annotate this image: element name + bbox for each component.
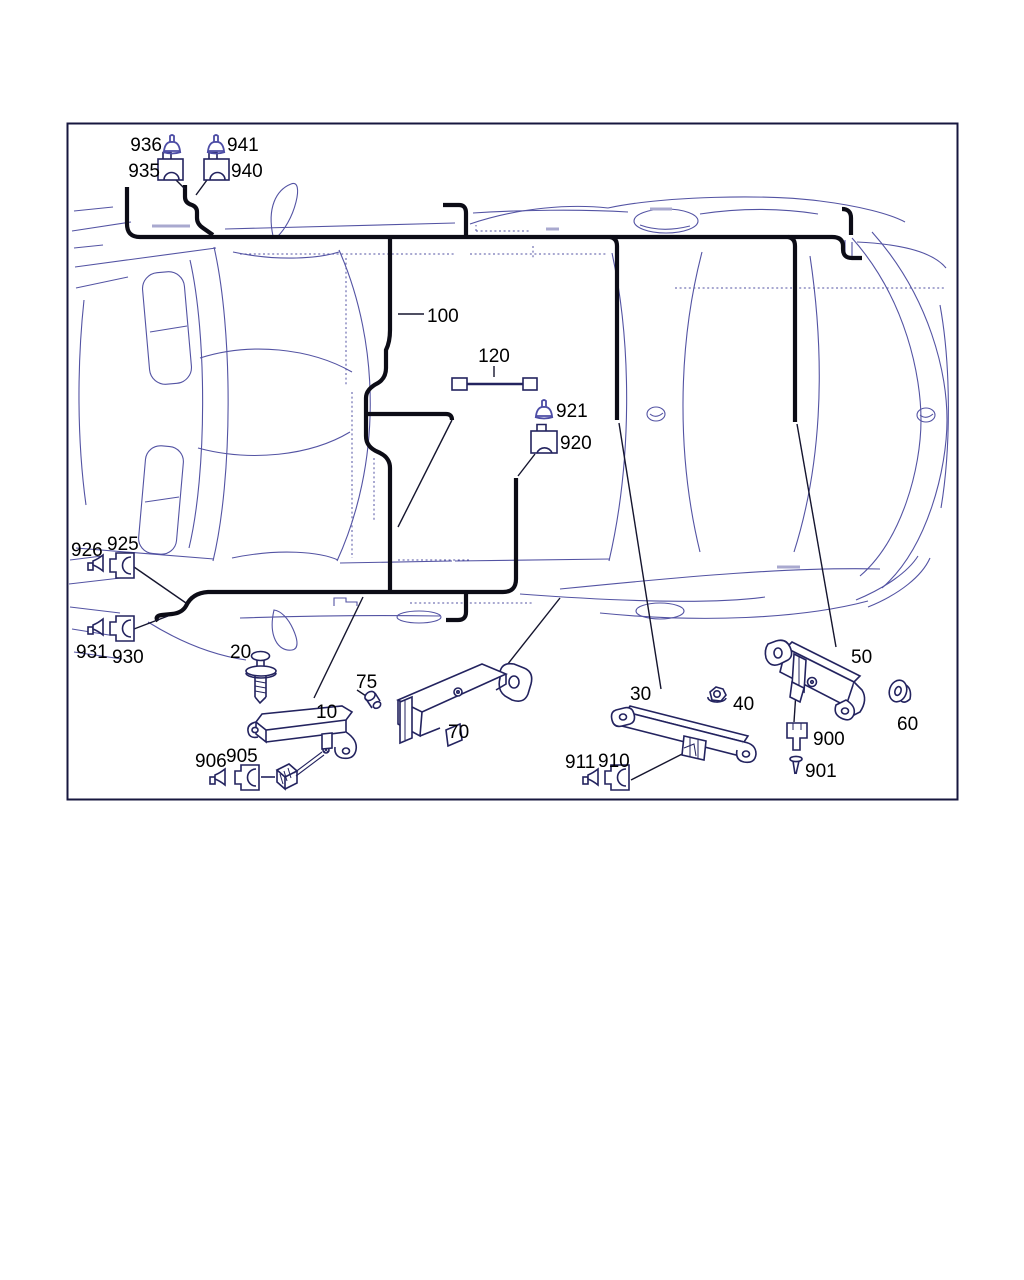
harness-branch-b [609, 234, 620, 420]
callout-930: 930 [112, 647, 144, 668]
callout-labels: 936 941 935 940 100 120 921 920 926 925 … [71, 135, 918, 782]
callout-920: 920 [560, 433, 592, 454]
plug-icon-926 [87, 553, 104, 573]
harness-branch-front-connectors [182, 185, 215, 237]
callout-925: 925 [107, 534, 139, 555]
callout-926: 926 [71, 540, 103, 561]
wiring-harness [124, 185, 862, 623]
cable-segment-icon-120 [451, 377, 538, 391]
harness-rocker [154, 478, 519, 623]
callout-911: 911 [565, 752, 595, 773]
callout-100: 100 [427, 306, 459, 327]
car-body-linework [68, 182, 949, 661]
callout-30: 30 [630, 684, 651, 705]
terminal-clip-icon-905 [261, 746, 330, 791]
harness-branch-c [787, 234, 798, 422]
plug-icon-911 [582, 767, 599, 787]
callout-931: 931 [76, 642, 108, 663]
diagram-border [66, 122, 959, 801]
callout-20: 20 [230, 642, 251, 663]
connector-icon-920 [530, 423, 558, 454]
cable-clip-icon-941 [206, 134, 226, 155]
cable-clip-icon-921 [534, 399, 554, 420]
cable-clip-icon-936 [162, 134, 182, 155]
callout-50: 50 [851, 647, 872, 668]
callout-921: 921 [556, 401, 588, 422]
harness-branch-100 [363, 239, 393, 592]
callout-60: 60 [897, 714, 918, 735]
car-body-dotted-linework [240, 225, 946, 604]
connector-icon-925 [109, 552, 135, 579]
callout-10: 10 [316, 702, 337, 723]
callout-120: 120 [478, 346, 510, 367]
connector-icon-940 [203, 151, 230, 181]
callout-40: 40 [733, 694, 754, 715]
expansion-rivet-icon-20 [245, 650, 277, 705]
harness-rocker-stub [446, 594, 469, 623]
callout-906: 906 [195, 751, 227, 772]
callout-901: 901 [805, 761, 837, 782]
callout-75: 75 [356, 672, 377, 693]
callout-935: 935 [128, 161, 160, 182]
callout-900: 900 [813, 729, 845, 750]
car-body-light-segments [152, 207, 800, 569]
bracket-50 [764, 639, 866, 721]
plug-icon-906 [209, 767, 226, 787]
pin-icon-75 [364, 690, 382, 710]
connector-icon-935 [157, 151, 184, 181]
part-drawings [87, 151, 912, 791]
flange-nut-icon-40 [707, 686, 727, 703]
plug-icon-931 [87, 617, 104, 637]
connector-icon-910 [604, 764, 630, 791]
harness-stub-rear-top [841, 206, 854, 235]
connector-icon-900 [786, 722, 808, 751]
callout-910: 910 [598, 751, 630, 772]
harness-stub-mid-top [443, 202, 469, 237]
connector-icon-930 [109, 615, 135, 642]
callout-940: 940 [231, 161, 263, 182]
leader-lines [133, 179, 837, 781]
callout-941: 941 [227, 135, 259, 156]
callout-70: 70 [448, 722, 469, 743]
callout-905: 905 [226, 746, 258, 767]
bracket-30 [610, 705, 757, 764]
harness-main-top [124, 187, 862, 261]
callout-936: 936 [130, 135, 162, 156]
bracket-10 [247, 705, 358, 760]
harness-branch-100-spur [366, 411, 455, 421]
connector-icon-905 [234, 764, 260, 791]
grommet-icon-60 [888, 679, 912, 703]
screw-icon-901 [789, 755, 803, 775]
cable-clips [162, 134, 554, 420]
bracket-70 [396, 662, 533, 748]
